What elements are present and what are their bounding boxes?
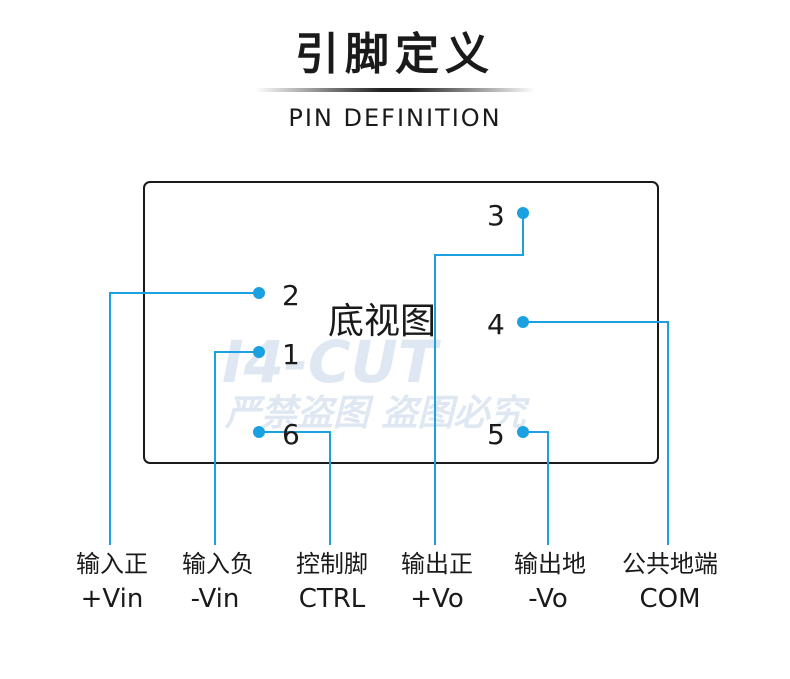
pin-4-name-en: COM [639,584,700,614]
pin-5-number: 5 [487,418,505,451]
pin-3-name-en: +Vo [410,584,463,614]
pin-6-leader [259,431,331,545]
pin-1-leader [214,351,259,545]
pin-2-number: 2 [282,279,300,312]
pin-3-name-cn: 输出正 [401,550,473,578]
pin-1-dot [253,346,265,358]
pin-5-dot [517,426,529,438]
pin-3-number: 3 [487,199,505,232]
pin-6-name-cn: 控制脚 [296,550,368,578]
pin-2-dot [253,287,265,299]
pin-1-name-en: -Vin [191,584,240,614]
watermark-logo: I4-CUT [222,328,442,396]
pin-4-dot [517,316,529,328]
pin-1-name-cn: 输入负 [182,550,254,578]
pin-2-name-en: +Vin [81,584,144,614]
pin-2-name-cn: 输入正 [76,550,148,578]
watermark-text: 严禁盗图 盗图必究 [224,393,531,434]
pin-5-name-en: -Vo [528,584,568,614]
pin-5-leader [523,431,549,545]
pin-6-name-en: CTRL [299,584,366,614]
pin-4-number: 4 [487,308,505,341]
bottom-view-label: 底视图 [328,301,436,342]
pin-3-dot [517,207,529,219]
page-title: 引脚定义 [295,29,495,80]
pin-3-leader [434,213,524,545]
pin-2-leader [109,292,259,545]
pin-6-number: 6 [282,418,300,451]
page-subtitle: PIN DEFINITION [288,104,502,132]
pin-6-dot [253,426,265,438]
title-divider [255,88,535,92]
pin-5-name-cn: 输出地 [514,550,586,578]
pin-1-number: 1 [282,338,300,371]
pin-4-name-cn: 公共地端 [622,550,718,578]
pin-4-leader [523,321,669,545]
